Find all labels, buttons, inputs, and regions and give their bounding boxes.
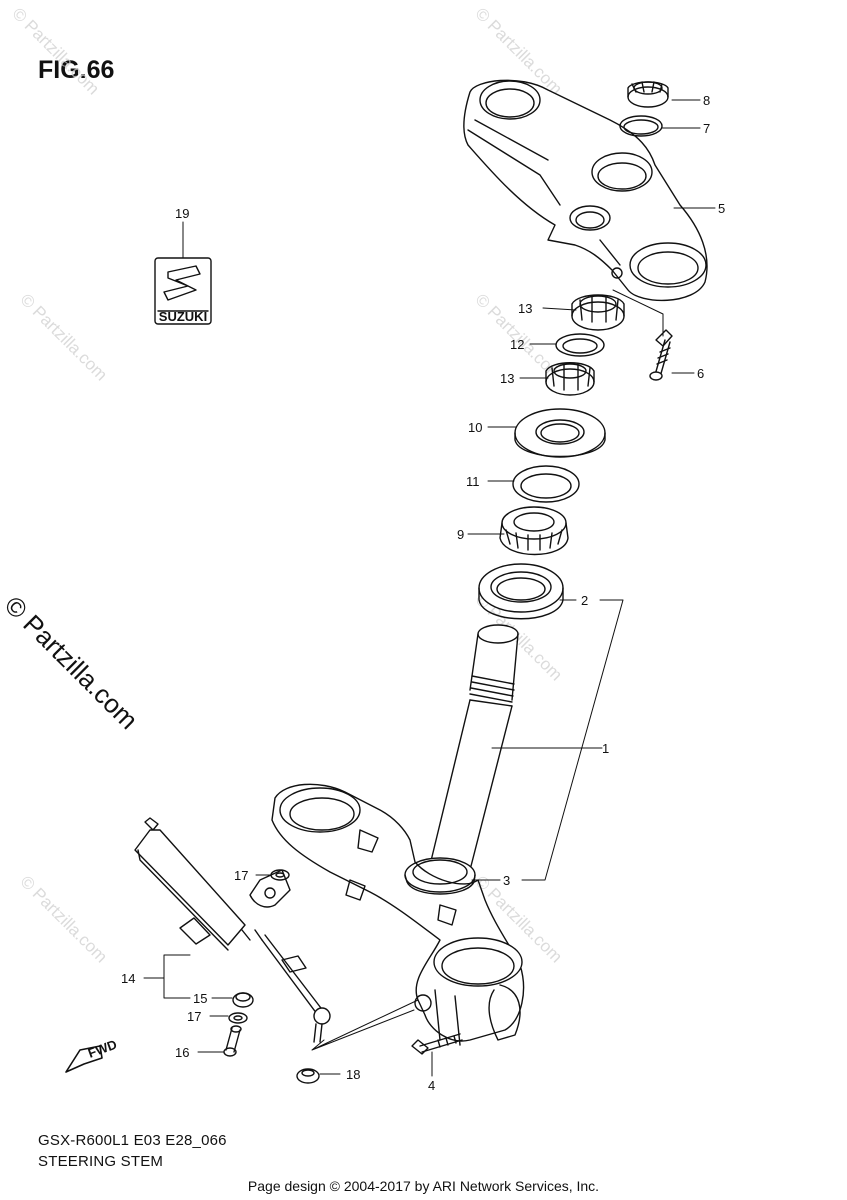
diagram-name: STEERING STEM	[38, 1153, 164, 1170]
bolt-6[interactable]	[649, 329, 673, 381]
washer-7[interactable]	[619, 115, 663, 137]
steering-stem-1[interactable]	[429, 624, 519, 871]
bearing-9[interactable]	[499, 506, 569, 556]
callout-1: 1	[602, 741, 609, 756]
nut-18[interactable]	[296, 1068, 320, 1084]
callout-13: 13	[518, 301, 532, 316]
callout-15: 15	[193, 991, 207, 1006]
page-credits: Page design © 2004-2017 by ARI Network S…	[247, 1178, 600, 1194]
callout-12: 12	[510, 337, 524, 352]
washer-17-upper[interactable]	[270, 869, 290, 881]
callout-2: 2	[581, 593, 588, 608]
bolt-4[interactable]	[411, 1033, 463, 1055]
bolt-16[interactable]	[223, 1025, 242, 1057]
callout-18: 18	[346, 1067, 360, 1082]
leader-lines	[143, 99, 716, 1077]
callout-5: 5	[718, 201, 725, 216]
callout-3: 3	[503, 873, 510, 888]
callout-7: 7	[703, 121, 710, 136]
callout-16: 16	[175, 1045, 189, 1060]
callout-17-b: 17	[187, 1009, 201, 1024]
callout-labels: 1 2 3 4 5 6 7 8 9 10 11 12 13 13 14 15 1…	[121, 93, 725, 1093]
bearing-race-2[interactable]	[478, 563, 564, 620]
callout-10: 10	[468, 420, 482, 435]
upper-triple-clamp[interactable]	[463, 79, 708, 301]
callout-19: 19	[175, 206, 189, 221]
locknut-13-lower[interactable]	[545, 362, 595, 396]
model-code: GSX-R600L1 E03 E28_066	[38, 1132, 227, 1149]
washer-12[interactable]	[555, 333, 605, 357]
callout-14: 14	[121, 971, 135, 986]
callout-8: 8	[703, 93, 710, 108]
callout-11: 11	[466, 474, 480, 489]
lower-triple-clamp[interactable]	[271, 783, 525, 1046]
nut-8[interactable]	[627, 81, 669, 108]
collar-15[interactable]	[232, 992, 254, 1008]
locknut-13-upper[interactable]	[571, 294, 625, 331]
washer-11[interactable]	[512, 465, 580, 503]
callout-6: 6	[697, 366, 704, 381]
steering-damper-14[interactable]	[134, 817, 331, 1043]
figure-title: FIG.66	[38, 56, 115, 84]
emblem-text: SUZUKI	[159, 309, 207, 324]
washer-17-lower[interactable]	[228, 1012, 248, 1024]
dust-seal-10[interactable]	[514, 408, 606, 458]
callout-4: 4	[428, 1078, 435, 1093]
callout-13-b: 13	[500, 371, 514, 386]
callout-17: 17	[234, 868, 248, 883]
fwd-arrow-icon	[65, 1045, 103, 1073]
callout-9: 9	[457, 527, 464, 542]
